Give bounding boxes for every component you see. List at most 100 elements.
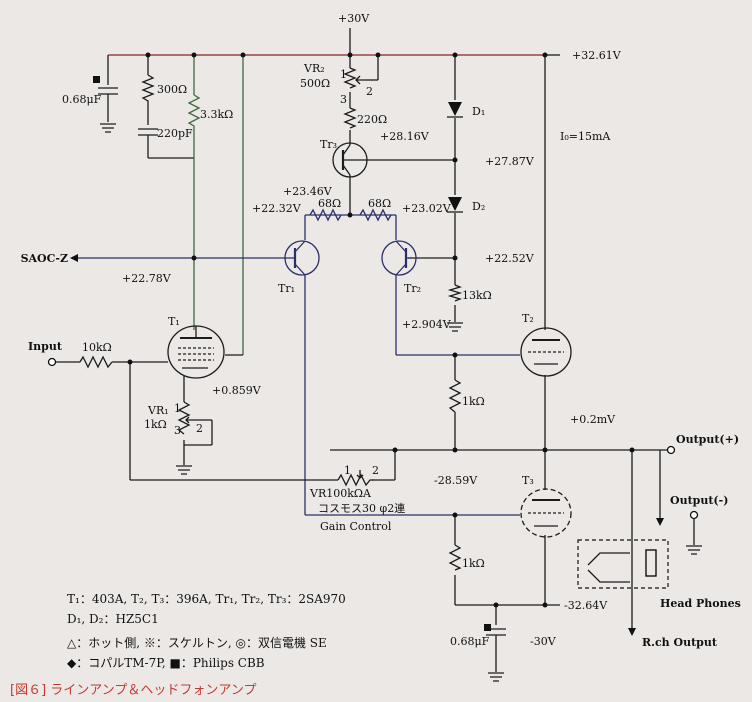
- label-r10k: 10kΩ: [82, 341, 112, 354]
- label-vr2-pin3: 3: [340, 93, 347, 106]
- label-output-plus: Output(+): [676, 433, 739, 446]
- label-tr2: Tr₂: [404, 282, 421, 295]
- wires: [55, 28, 695, 672]
- ground-icon: [488, 672, 504, 682]
- output-minus-terminal: [689, 510, 699, 520]
- resistor-10k: [79, 355, 113, 369]
- label-d2: D₂: [472, 200, 485, 213]
- capacitor-icon-c220p: [138, 128, 158, 145]
- label-vr2-pin2: 2: [366, 85, 373, 98]
- label-r68a: 68Ω: [318, 197, 341, 210]
- label-v23-02: +23.02V: [402, 202, 452, 215]
- resistor-68b: [359, 208, 392, 222]
- label-tr1: Tr₁: [278, 282, 295, 295]
- saocz-arrow-icon: [70, 254, 78, 262]
- legend-line-4: ◆：コパルTM-7P, ■：Philips CBB: [67, 656, 265, 670]
- label-plus30: +30V: [338, 12, 370, 25]
- label-t2: T₂: [522, 312, 534, 325]
- ground-icons: [100, 123, 702, 682]
- terminals: [47, 254, 699, 636]
- label-minus28-59: -28.59V: [434, 474, 478, 487]
- resistor-300: [141, 74, 155, 105]
- label-c068-bot: 0.68μF: [450, 635, 490, 648]
- label-v22-32: +22.32V: [252, 202, 302, 215]
- label-vr1: VR₁: [147, 404, 169, 417]
- transistor-icon-tr3: [332, 142, 368, 178]
- label-t1: T₁: [168, 315, 180, 328]
- label-r1k-mid: 1kΩ: [462, 395, 485, 408]
- label-tr3: Tr₃: [320, 138, 337, 151]
- label-r3k3: 3.3kΩ: [200, 108, 233, 121]
- legend-line-1: T₁：403A, T₂, T₃：396A, Tr₁, Tr₂, Tr₃：2SA9…: [67, 592, 346, 606]
- label-v28-16: +28.16V: [380, 130, 430, 143]
- input-terminal: [47, 357, 57, 367]
- label-vr1-pin3: 3: [174, 424, 181, 437]
- label-v23-46: +23.46V: [283, 185, 333, 198]
- label-vr100k-sub: コスモス30 φ2連: [318, 501, 405, 515]
- label-minus32-64: -32.64V: [564, 599, 608, 612]
- label-vr100k-pin2: 2: [372, 464, 379, 477]
- capacitor-icon-c068-top: [93, 76, 118, 108]
- label-saocz: SAOC-Z: [21, 252, 68, 265]
- tube-icon-t1: [167, 325, 225, 379]
- label-plus32-61: +32.61V: [572, 49, 622, 62]
- capacitor-icon-c068-bot: [484, 624, 506, 648]
- label-output-minus: Output(-): [670, 494, 728, 507]
- label-minus30: -30V: [530, 635, 557, 648]
- ground-icon: [176, 465, 192, 475]
- label-vr2: VR₂: [303, 62, 325, 75]
- label-c220p: 220pF: [157, 127, 193, 140]
- ground-icon: [447, 322, 463, 332]
- headphones-arrow-icon: [656, 518, 664, 526]
- label-t3: T₃: [522, 474, 534, 487]
- label-r68b: 68Ω: [368, 197, 391, 210]
- resistor-220: [343, 107, 357, 129]
- label-v22-78: +22.78V: [122, 272, 172, 285]
- label-vr2-val: 500Ω: [300, 77, 330, 90]
- label-v22-52: +22.52V: [485, 252, 535, 265]
- legend-line-3: △：ホット側, ※：スケルトン, ◎：双信電機 SE: [67, 636, 327, 650]
- label-v0-859: +0.859V: [212, 384, 262, 397]
- legend-line-2: D₁, D₂：HZ5C1: [67, 612, 159, 626]
- pot-vr100k: [337, 473, 374, 487]
- resistor-1k-mid: [448, 379, 462, 413]
- diode-icon-d1: [447, 102, 463, 118]
- tube-icon-t2: [520, 327, 572, 377]
- figure-caption: [図６] ラインアンプ＆ヘッドフォンアンプ: [10, 683, 257, 698]
- label-input: Input: [28, 340, 63, 353]
- label-d1: D₁: [472, 105, 485, 118]
- label-vr100k: VR100kΩA: [309, 487, 372, 500]
- resistor-68a: [309, 208, 342, 222]
- label-r220: 220Ω: [357, 113, 387, 126]
- resistor-3k3: [187, 94, 201, 128]
- label-vr100k-pin1: 1: [344, 464, 351, 477]
- pot-vr1: [177, 401, 191, 435]
- label-vr1-pin1: 1: [174, 402, 181, 415]
- tube-icon-t3: [520, 488, 572, 538]
- label-i0: I₀=15mA: [560, 130, 611, 143]
- output-plus-terminal: [666, 445, 676, 455]
- label-gain-control: Gain Control: [320, 520, 392, 533]
- ground-icon: [100, 123, 116, 133]
- junction-dots: [127, 52, 635, 608]
- labels: +30V +32.61V 0.68μF 300Ω 220pF 3.3kΩ VR₂…: [21, 12, 741, 649]
- resistors: [79, 67, 463, 571]
- transistor-icon-tr2: [381, 240, 417, 276]
- rch-output-arrow-icon: [628, 628, 636, 636]
- ground-icon: [686, 545, 702, 555]
- transistor-icon-tr1: [284, 240, 320, 276]
- label-vr1-val: 1kΩ: [144, 418, 167, 431]
- label-v0-2mv: +0.2mV: [570, 413, 616, 426]
- label-rch-output: R.ch Output: [642, 636, 718, 649]
- label-r1k-low: 1kΩ: [462, 557, 485, 570]
- label-headphones: Head Phones: [660, 597, 741, 610]
- resistor-13k: [447, 284, 463, 302]
- label-vr1-pin2: 2: [196, 422, 203, 435]
- label-r300: 300Ω: [157, 83, 187, 96]
- label-vr2-pin1: 1: [340, 68, 347, 81]
- diode-icon-d2: [447, 197, 463, 213]
- label-v2-904: +2.904V: [402, 318, 452, 331]
- label-r13k: 13kΩ: [462, 289, 492, 302]
